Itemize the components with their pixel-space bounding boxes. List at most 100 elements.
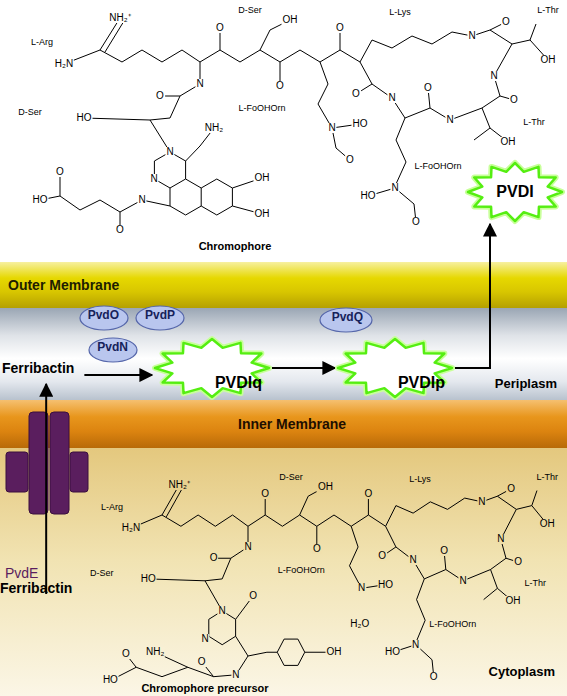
atom-label: HO xyxy=(384,647,401,657)
atom-label: N xyxy=(200,634,209,644)
node-text: Outer Membrane xyxy=(8,277,119,293)
atom-label: O xyxy=(115,225,125,235)
product-star: PVDI xyxy=(465,160,565,224)
atom-label: N xyxy=(195,79,204,89)
atom-label: O xyxy=(155,91,165,101)
atom-label: OH xyxy=(254,173,271,183)
residue-name: D-Ser xyxy=(17,108,43,117)
atom-label: N xyxy=(408,555,417,565)
node-text: PvdQ xyxy=(332,311,363,325)
protein-name: PvdE xyxy=(4,566,39,580)
atom-label: N xyxy=(445,115,454,125)
residue-name: Chromophore precursor xyxy=(140,682,269,693)
atom-label: OH xyxy=(282,15,299,25)
residue-name: L-Thr xyxy=(536,6,560,15)
compound-label: Ferribactin xyxy=(8,594,84,612)
atom-label: O xyxy=(335,23,345,33)
residue-name: L-FoOHOrn xyxy=(237,104,286,113)
residue-name: L-Thr xyxy=(523,578,547,587)
residue-name: L-Lys xyxy=(388,8,412,17)
atom-label: HO xyxy=(32,195,49,205)
atom-label: O xyxy=(215,23,225,33)
node-text: PVDI xyxy=(496,183,533,201)
atom-label: O xyxy=(501,17,511,27)
atom-label: N xyxy=(467,31,476,41)
enzyme-ellipse: PvdO xyxy=(79,305,129,331)
residue-name: D-Ser xyxy=(278,473,304,482)
residue-name: D-Ser xyxy=(237,6,263,15)
residue-name: L-Arg xyxy=(30,38,54,47)
residue-name: L-Thr xyxy=(522,118,546,127)
atom-label: N xyxy=(231,670,240,680)
residue-name: L-Thr xyxy=(536,473,560,482)
atom-label: OH xyxy=(539,519,556,529)
atom-label: H₂N xyxy=(54,59,74,69)
atom-label: N xyxy=(411,640,420,650)
atom-label: O xyxy=(55,167,65,177)
atom-label: N xyxy=(137,195,146,205)
node-text: PvdO xyxy=(88,309,119,323)
atom-label: HO xyxy=(76,113,93,123)
atom-label: O xyxy=(248,591,258,601)
node-text: Ferribactin xyxy=(0,580,72,596)
compartment-band: PeriplasmPvdOPvdPPvdNFerribactinPVDIqPvd… xyxy=(0,308,567,400)
enzyme-ellipse: PvdQ xyxy=(319,307,373,333)
membrane-band: Inner Membrane xyxy=(0,400,567,448)
atom-label: N xyxy=(218,606,227,616)
atom-label: OH xyxy=(317,482,334,492)
atom-label: O xyxy=(506,484,516,494)
product-star: PVDIq xyxy=(152,336,272,400)
flow-arrow xyxy=(272,367,335,369)
node-text: PvdN xyxy=(97,341,128,355)
product-star: PVDIp xyxy=(335,336,455,400)
residue-name: L-FoOHOrn xyxy=(413,162,462,171)
residue-name: Chromophore xyxy=(198,241,273,252)
flow-arrow xyxy=(455,224,490,368)
residue-name: L-FoOHOrn xyxy=(277,565,326,574)
node-text: PVDIq xyxy=(215,374,262,392)
atom-label: NH₂ xyxy=(145,647,165,657)
atom-label: N xyxy=(496,534,505,544)
node-text: Inner Membrane xyxy=(238,416,346,432)
node-text: PVDIp xyxy=(398,374,445,392)
node-text: PvdP xyxy=(145,309,175,323)
atom-label: O xyxy=(364,489,374,499)
atom-label: O xyxy=(429,672,439,682)
atom-label: OH xyxy=(504,596,521,606)
atom-label: OH xyxy=(540,55,557,65)
residue-name: D-Ser xyxy=(89,569,115,578)
atom-label: N xyxy=(387,93,396,103)
residue-name: L-Arg xyxy=(100,503,124,512)
atom-label: O xyxy=(513,557,523,567)
atom-label: O xyxy=(377,551,387,561)
atom-label: N xyxy=(165,147,174,157)
atom-label: NH₂ xyxy=(204,123,224,133)
atom-label: N xyxy=(489,71,498,81)
atom-label: NH₂⁺ xyxy=(168,480,191,490)
atom-label: H₂O xyxy=(349,619,370,629)
enzyme-ellipse: PvdP xyxy=(135,305,185,331)
atom-label: O xyxy=(275,81,285,91)
compound-label: Ferribactin xyxy=(8,366,84,384)
node-text: Periplasm xyxy=(495,377,557,392)
atom-label: N xyxy=(357,583,366,593)
atom-label: OH xyxy=(254,209,271,219)
atom-label: N xyxy=(477,497,486,507)
atom-label: OH xyxy=(326,647,343,657)
membrane-band: Outer Membrane xyxy=(0,262,567,308)
atom-label: O xyxy=(312,544,322,554)
atom-label: N xyxy=(149,174,158,184)
atom-label: HO xyxy=(377,580,394,590)
atom-label: O xyxy=(121,649,131,659)
node-text: Cytoplasm xyxy=(489,665,555,680)
atom-label: OH xyxy=(500,137,517,147)
atom-label: O xyxy=(345,155,355,165)
atom-label: N xyxy=(458,576,467,586)
atom-label: O xyxy=(351,89,361,99)
atom-label: N xyxy=(390,183,399,193)
residue-name: L-Lys xyxy=(408,475,432,484)
atom-label: O xyxy=(197,657,207,667)
node-text: Ferribactin xyxy=(2,360,74,376)
atom-label: O xyxy=(411,217,421,227)
atom-label: HO xyxy=(140,574,157,584)
